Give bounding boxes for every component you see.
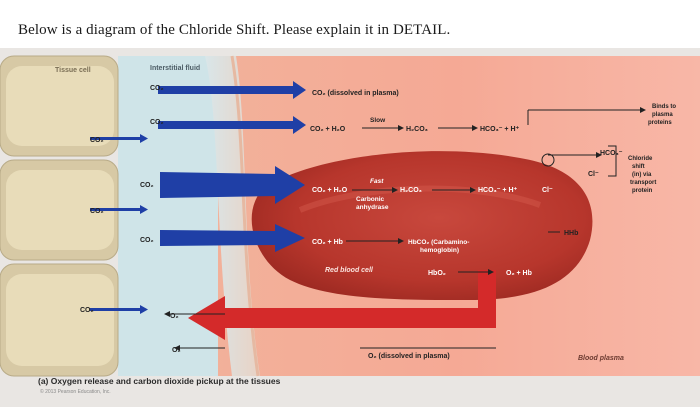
transport-protein <box>541 153 555 167</box>
o2-hb: O₂ + Hb <box>506 270 532 277</box>
co2-if-2: CO₂ <box>150 119 164 126</box>
co2-cell-3: CO₂ <box>80 307 94 314</box>
page-heading: Below is a diagram of the Chloride Shift… <box>18 22 451 38</box>
fast-eq-3: HCO₃⁻ + H⁺ <box>478 187 518 194</box>
hbo2: HbO₂ <box>428 270 446 277</box>
fast-eq-1: CO₂ + H₂O <box>312 187 348 194</box>
interstitial-fluid-region <box>118 56 218 376</box>
hbco2-1: HbCO₂ (Carbamino- <box>408 239 469 246</box>
slow-eq-1: CO₂ + H₂O <box>310 126 346 133</box>
hbco2-2: hemoglobin) <box>420 247 459 254</box>
slow-eq-2: H₂CO₃ <box>406 126 428 133</box>
co2-if-1: CO₂ <box>150 85 164 92</box>
fast-label: Fast <box>370 178 384 185</box>
fast-eq-2: H₂CO₃ <box>400 187 422 194</box>
chloride-shift-diagram: Tissue cell Interstitial fluid CO₂ CO₂ (… <box>0 48 700 407</box>
o2-if-1: O₂ <box>170 313 179 320</box>
binds-1: Binds to <box>652 104 676 110</box>
co2-hb: CO₂ + Hb <box>312 239 343 246</box>
interstitial-fluid-label: Interstitial fluid <box>150 65 200 72</box>
cl-plasma: Cl⁻ <box>588 171 599 178</box>
o2-if-2: O₂ <box>172 347 181 354</box>
binds-2: plasma <box>652 112 673 118</box>
carbonic-2: anhydrase <box>356 204 389 211</box>
copyright-notice: © 2013 Pearson Education, Inc. <box>40 389 111 395</box>
red-blood-cell <box>251 151 593 300</box>
chloride-shift-bracket <box>608 145 617 177</box>
chloride-3: (in) via <box>632 172 652 178</box>
slow-eq-3: HCO₃⁻ + H⁺ <box>480 126 520 133</box>
co2-cell-1: CO₂ <box>90 137 104 144</box>
tissue-cells <box>0 55 119 377</box>
carbonic-1: Carbonic <box>356 196 385 203</box>
co2-dissolved-label: CO₂ (dissolved in plasma) <box>312 90 399 97</box>
co2-if-3: CO₂ <box>140 182 154 189</box>
fast-cl: Cl⁻ <box>542 187 553 194</box>
co2-cell-2: CO₂ <box>90 208 104 215</box>
capillary-wall <box>205 56 260 376</box>
chloride-2: shift <box>632 164 645 170</box>
blood-plasma-label: Blood plasma <box>578 355 624 362</box>
co2-blue-arrows <box>90 81 306 314</box>
diagram-labels: Tissue cell Interstitial fluid CO₂ CO₂ (… <box>55 65 676 362</box>
rbc-label: Red blood cell <box>325 267 374 274</box>
o2-dissolved-label: O₂ (dissolved in plasma) <box>368 353 450 360</box>
co2-if-4: CO₂ <box>140 237 154 244</box>
figure-caption: (a) Oxygen release and carbon dioxide pi… <box>38 376 281 386</box>
chloride-5: protein <box>632 188 653 194</box>
binds-3: proteins <box>648 120 672 126</box>
reaction-arrowheads <box>164 107 646 351</box>
hhb-label: HHb <box>564 230 578 237</box>
chloride-4: transport <box>630 180 656 186</box>
tissue-cell-label: Tissue cell <box>55 67 91 74</box>
hco3-plasma: HCO₃⁻ <box>600 150 623 157</box>
slow-label: Slow <box>370 117 386 124</box>
reaction-arrows <box>170 109 640 349</box>
chloride-1: Chloride <box>628 156 653 162</box>
o2-red-arrow <box>188 270 496 340</box>
